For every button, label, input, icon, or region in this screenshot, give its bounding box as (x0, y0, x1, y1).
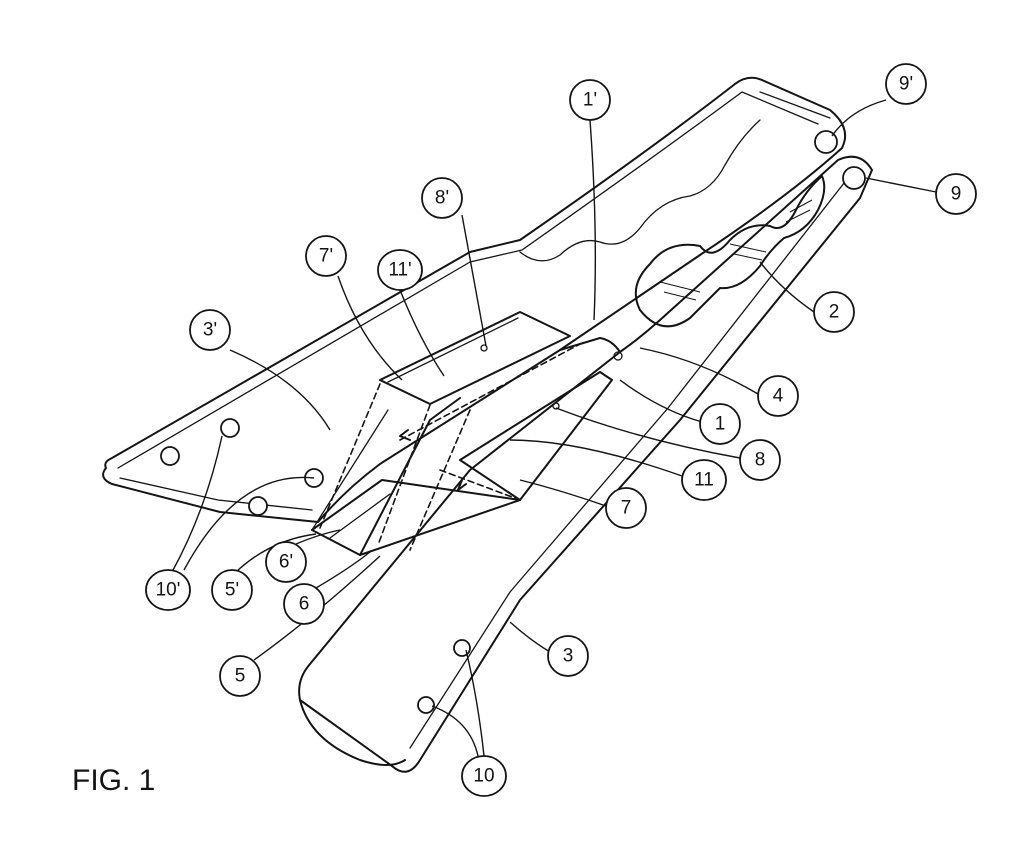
callout-10-prime: 10' (145, 569, 191, 611)
callout-5-prime: 5' (211, 569, 253, 611)
svg-text:3: 3 (563, 646, 574, 667)
svg-text:1: 1 (715, 414, 726, 435)
callout-9: 9 (935, 173, 977, 215)
callout-3: 3 (547, 635, 589, 677)
svg-text:6: 6 (299, 594, 310, 615)
svg-text:9': 9' (899, 74, 913, 95)
callout-11: 11 (681, 459, 727, 501)
rivets (160, 130, 866, 714)
svg-text:10: 10 (473, 766, 494, 787)
callout-8: 8 (739, 439, 781, 481)
callout-6-prime: 6' (265, 541, 307, 583)
leader-lines (171, 99, 937, 757)
svg-text:11: 11 (694, 470, 714, 491)
callout-1: 1 (699, 403, 741, 445)
callout-5: 5 (219, 655, 261, 697)
svg-text:3': 3' (203, 320, 217, 341)
svg-text:8': 8' (435, 188, 449, 209)
lower-arm (298, 155, 873, 773)
svg-text:5: 5 (235, 666, 246, 687)
callout-3-prime: 3' (189, 309, 231, 351)
callout-9-prime: 9' (885, 63, 927, 105)
svg-text:9: 9 (951, 184, 962, 205)
svg-text:10': 10' (156, 580, 181, 601)
callout-6: 6 (283, 583, 325, 625)
svg-text:2: 2 (829, 302, 840, 323)
callout-1-prime: 1' (569, 79, 611, 121)
svg-text:6': 6' (279, 552, 293, 573)
svg-text:11': 11' (388, 260, 411, 281)
callout-8-prime: 8' (421, 177, 463, 219)
plate-assembly (311, 311, 623, 556)
callout-11-prime: 11' (377, 249, 423, 291)
svg-text:4: 4 (773, 386, 784, 407)
callout-7: 7 (605, 487, 647, 529)
svg-text:1': 1' (583, 90, 597, 111)
figure-caption: FIG. 1 (72, 764, 155, 797)
svg-text:8: 8 (755, 450, 766, 471)
callout-4: 4 (757, 375, 799, 417)
svg-text:5': 5' (225, 580, 239, 601)
svg-text:7: 7 (621, 498, 632, 519)
upper-arm (102, 76, 846, 523)
svg-text:7': 7' (319, 246, 333, 267)
callout-7-prime: 7' (305, 235, 347, 277)
callout-2: 2 (813, 291, 855, 333)
callout-10: 10 (461, 755, 507, 797)
